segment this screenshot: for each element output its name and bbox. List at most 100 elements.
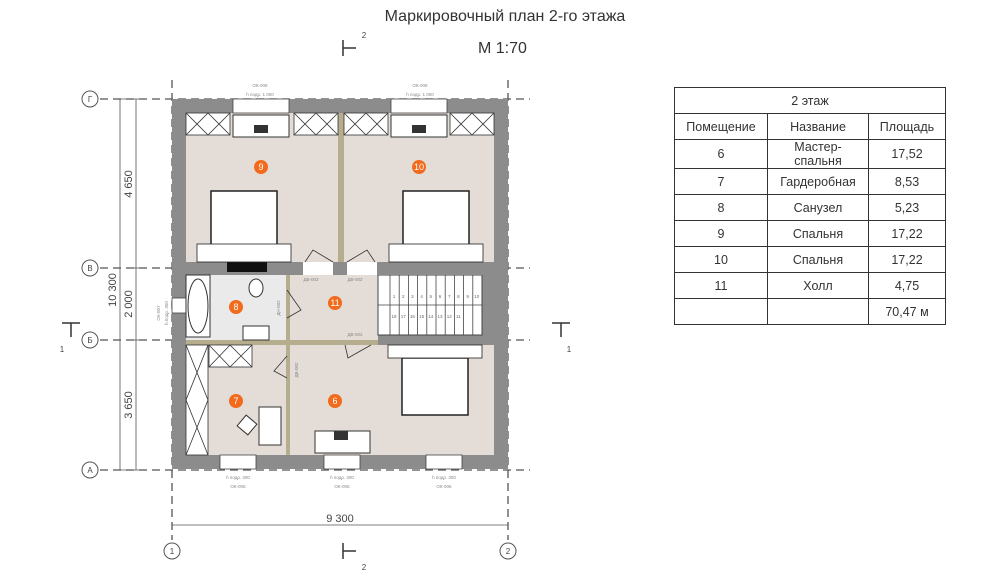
room-number: 9 (258, 162, 263, 172)
table-cell: 9 (674, 220, 768, 247)
stair-step-number: 14 (428, 314, 434, 319)
table-cell: 8 (674, 194, 768, 221)
plan-scale: М 1:70 (478, 40, 527, 57)
svg-text:2 000: 2 000 (123, 290, 135, 318)
stair-step-number: 2 (402, 294, 405, 299)
section-label: 2 (362, 31, 367, 40)
dimension-lines (115, 98, 508, 526)
beds (196, 190, 484, 416)
stair-step-number: 8 (457, 294, 460, 299)
table-cell: 4,75 (868, 272, 946, 299)
table-cell: 5,23 (868, 194, 946, 221)
dimension-texts: 4 650 2 000 3 650 10 300 9 300 (107, 170, 354, 525)
table-total: 70,47 м (868, 298, 946, 325)
plan-title: Маркировочный план 2-го этажа (384, 8, 626, 25)
stair-step-number: 6 (439, 294, 442, 299)
table-cell: Мастер-спальня (767, 139, 869, 169)
axis-bubbles (81, 90, 517, 560)
table-header: Помещение (674, 113, 768, 140)
axis-label: В (87, 264, 92, 273)
table-header: Название (767, 113, 869, 140)
svg-text:ОК-008: ОК-008 (412, 83, 428, 88)
stair-step-number: 16 (410, 314, 416, 319)
svg-text:ДВ-002: ДВ-002 (347, 332, 363, 337)
svg-text:h подр. 1 000: h подр. 1 000 (246, 92, 274, 97)
table-cell: Гардеробная (767, 168, 869, 195)
axis-label: Г (88, 95, 93, 104)
svg-text:9 300: 9 300 (326, 513, 354, 525)
table-cell: 6 (674, 139, 768, 169)
stair-step-number: 1 (393, 294, 396, 299)
svg-text:h подр. 1 000: h подр. 1 000 (406, 92, 434, 97)
axis-label: Б (87, 336, 92, 345)
svg-text:h подр. 300: h подр. 300 (226, 475, 250, 480)
chairs (236, 125, 426, 440)
svg-text:3 650: 3 650 (123, 391, 135, 419)
room-number: 7 (233, 396, 238, 406)
stair-step-number: 15 (419, 314, 425, 319)
room-number: 8 (233, 302, 238, 312)
stair-step-number: 7 (448, 294, 451, 299)
table-caption: 2 этаж (674, 87, 946, 114)
stair-step-number: 4 (420, 294, 423, 299)
axis-label: А (87, 466, 93, 475)
table-cell: 17,22 (868, 220, 946, 247)
table-cell: 17,22 (868, 246, 946, 273)
table-cell: 17,52 (868, 139, 946, 169)
svg-text:4 650: 4 650 (123, 170, 135, 198)
table-cell: Санузел (767, 194, 869, 221)
stair-step-number: 3 (411, 294, 414, 299)
bath-partition (227, 262, 267, 272)
svg-text:ДВ-002: ДВ-002 (303, 277, 319, 282)
svg-text:ДН-002: ДН-002 (276, 300, 281, 316)
svg-text:10 300: 10 300 (107, 273, 119, 307)
stair-step-number: 11 (456, 314, 461, 319)
windows (171, 98, 463, 470)
stair-step-number: 18 (391, 314, 397, 319)
table-cell: Холл (767, 272, 869, 299)
stair-step-number: 17 (401, 314, 407, 319)
stair-step-number: 5 (430, 294, 433, 299)
svg-text:ОК-006: ОК-006 (230, 484, 246, 489)
table-cell: Спальня (767, 246, 869, 273)
table-cell: 7 (674, 168, 768, 195)
room-number: 6 (332, 396, 337, 406)
svg-text:ДВ-002: ДВ-002 (294, 362, 299, 378)
stair-step-number: 13 (437, 314, 443, 319)
svg-text:ОК-007: ОК-007 (156, 305, 161, 321)
section-label: 1 (567, 345, 572, 354)
stair-step-number: 12 (447, 314, 453, 319)
room-number: 11 (330, 298, 339, 308)
table-header: Площадь (868, 113, 946, 140)
svg-text:ОК-008: ОК-008 (252, 83, 268, 88)
table-cell: 11 (674, 272, 768, 299)
stair-step-number: 9 (466, 294, 469, 299)
svg-text:h подр. 300: h подр. 300 (330, 475, 354, 480)
section-label: 1 (60, 345, 65, 354)
table-cell: Спальня (767, 220, 869, 247)
door-swings (273, 249, 376, 379)
stair-step-number: 10 (474, 294, 480, 299)
svg-text:ОК-006: ОК-006 (334, 484, 350, 489)
bath-fixtures (185, 274, 270, 341)
svg-text:h подр. 350: h подр. 350 (164, 301, 169, 325)
axis-label: 2 (506, 547, 511, 556)
svg-text:ОК-006: ОК-006 (436, 484, 452, 489)
room-markers: 9 10 8 11 7 6 (229, 160, 426, 408)
svg-text:h подр. 300: h подр. 300 (432, 475, 456, 480)
table-cell: 10 (674, 246, 768, 273)
axis-label: 1 (170, 547, 175, 556)
section-marks (62, 40, 570, 559)
table-cell: 8,53 (868, 168, 946, 195)
section-label: 2 (362, 563, 367, 572)
wardrobes (185, 112, 495, 456)
